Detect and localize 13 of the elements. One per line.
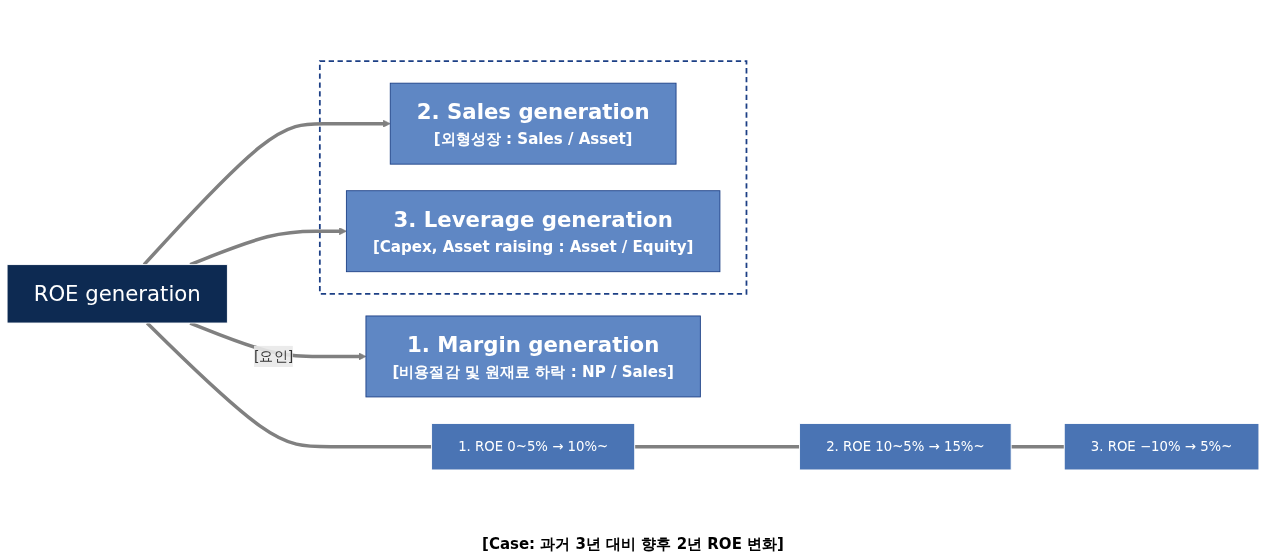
node-box: ROE generation	[6, 264, 228, 324]
node-box: 2. ROE 10~5% → 15%~	[799, 423, 1012, 471]
connector	[1011, 444, 1065, 449]
node-box: 2. Sales generation [외형성장 : Sales / Asset]	[389, 82, 677, 165]
cluster	[318, 60, 748, 295]
edge-label: [요인]	[253, 347, 294, 365]
node-box: 3. Leverage generation [Capex, Asset raising : Asset / Equity]	[345, 190, 721, 273]
arrow	[142, 119, 391, 266]
node-box: 3. ROE −10% → 5%~	[1063, 423, 1260, 471]
note: [Case: 과거 3년 대비 향후 2년 ROE 변화]	[482, 535, 784, 554]
connector	[634, 444, 800, 449]
node-box: 1. ROE 0~5% → 10%~	[431, 423, 636, 471]
node-box: 1. Margin generation [비용절감 및 원재료 하락 : NP / Sales]	[365, 315, 701, 398]
